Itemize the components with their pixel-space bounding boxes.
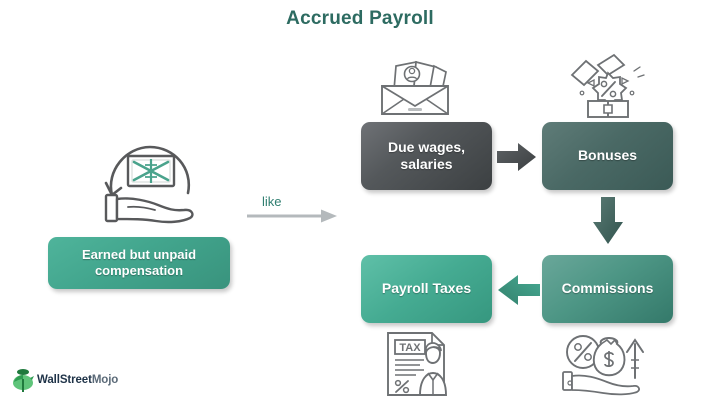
node-wages-line2: salaries: [400, 156, 453, 172]
node-earned-but-unpaid-compensation[interactable]: Earned but unpaid compensation: [48, 237, 230, 289]
node-earned-label: Earned but unpaid compensation: [81, 247, 197, 278]
node-commissions[interactable]: Commissions: [542, 255, 673, 323]
gift-box-percent-icon: [570, 53, 645, 118]
arrow-left-commissions-to-payroll-taxes-icon: [498, 275, 540, 305]
node-due-wages-salaries[interactable]: Due wages, salaries: [361, 122, 492, 190]
arrow-down-bonuses-to-commissions-icon: [593, 197, 623, 244]
connector-like-label: like: [262, 194, 282, 209]
arrow-right-wages-to-bonuses-icon: [497, 143, 536, 171]
node-payroll-taxes[interactable]: Payroll Taxes: [361, 255, 492, 323]
page-title: Accrued Payroll: [286, 8, 434, 29]
svg-text:TAX: TAX: [399, 342, 421, 354]
wallstreetmojo-logo[interactable]: WallStreetMojo: [12, 368, 118, 392]
tax-form-person-icon: TAX: [387, 332, 447, 396]
connector-right-arrow-icon: [247, 209, 337, 223]
node-wages-label: Due wages, salaries: [388, 139, 465, 173]
logo-text-part2: Mojo: [91, 374, 119, 386]
node-bonuses-label: Bonuses: [577, 147, 638, 164]
hand-money-bag-percent-icon: [562, 335, 644, 396]
money-envelope-icon: [381, 60, 449, 115]
node-commissions-label: Commissions: [561, 280, 654, 297]
hand-holding-cash-icon: [104, 145, 194, 224]
logo-text: WallStreetMojo: [37, 374, 118, 386]
logo-text-part1: WallStreet: [37, 374, 92, 386]
node-wages-line1: Due wages,: [387, 138, 466, 155]
node-bonuses[interactable]: Bonuses: [542, 122, 673, 190]
wallstreetmojo-leaf-logo-icon: [13, 369, 34, 392]
node-taxes-label: Payroll Taxes: [381, 280, 472, 297]
